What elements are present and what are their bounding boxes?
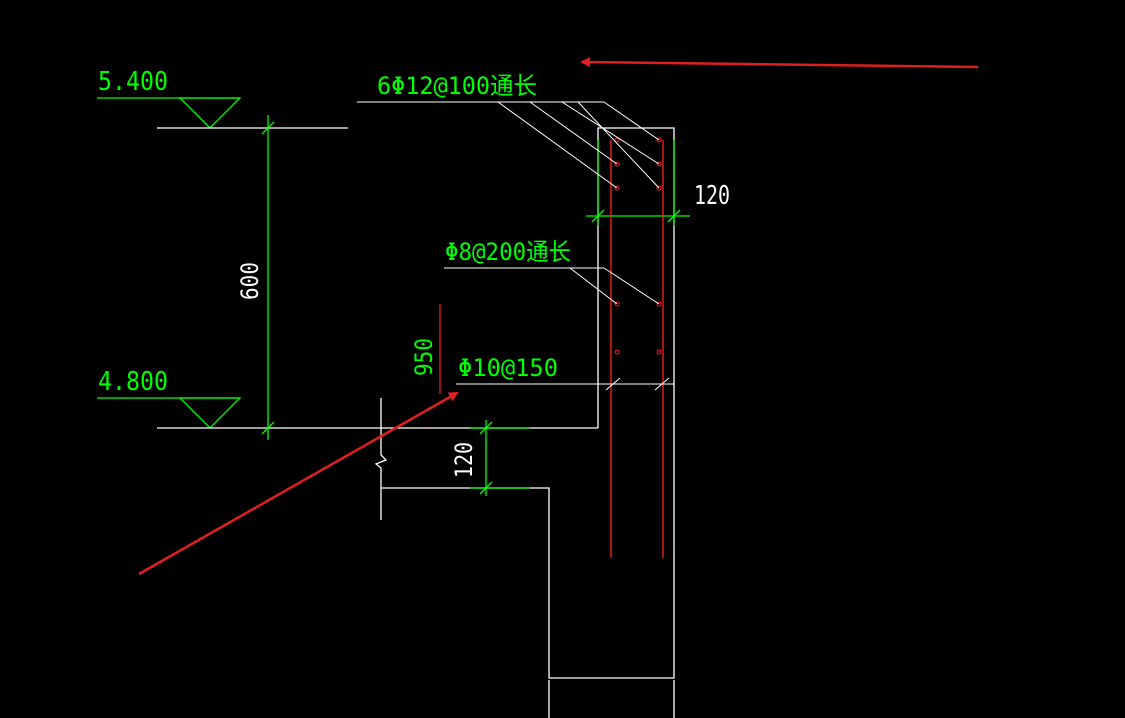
rebar-dots (614, 137, 662, 355)
dimension-600-label: 600 (236, 262, 264, 300)
rebar-stirrup-label: Φ10@150 (458, 354, 558, 382)
rebar-mid-label: Φ8@200通长 (445, 238, 571, 266)
dimension-950-label: 950 (410, 338, 438, 376)
dimension-slab-120 (470, 420, 530, 496)
annotation-arrows (138, 57, 979, 576)
elevation-mark-bottom (97, 397, 348, 429)
dimension-wall-120 (586, 140, 690, 226)
elevation-top-label: 5.400 (98, 67, 168, 97)
elevation-bottom-label: 4.800 (98, 367, 168, 397)
dimension-600 (261, 115, 275, 440)
leader-stirrup (456, 377, 674, 391)
leader-mid (444, 267, 660, 305)
elevation-mark-top (97, 97, 348, 129)
arrow-diagonal (138, 391, 459, 576)
dimension-slab-120-label: 120 (450, 442, 478, 478)
leader-top (357, 101, 660, 189)
arrow-top-right (580, 57, 979, 69)
dimension-wall-120-label: 120 (694, 181, 730, 211)
rebar-vertical (610, 140, 664, 558)
rebar-top-label: 6Φ12@100通长 (377, 72, 537, 100)
